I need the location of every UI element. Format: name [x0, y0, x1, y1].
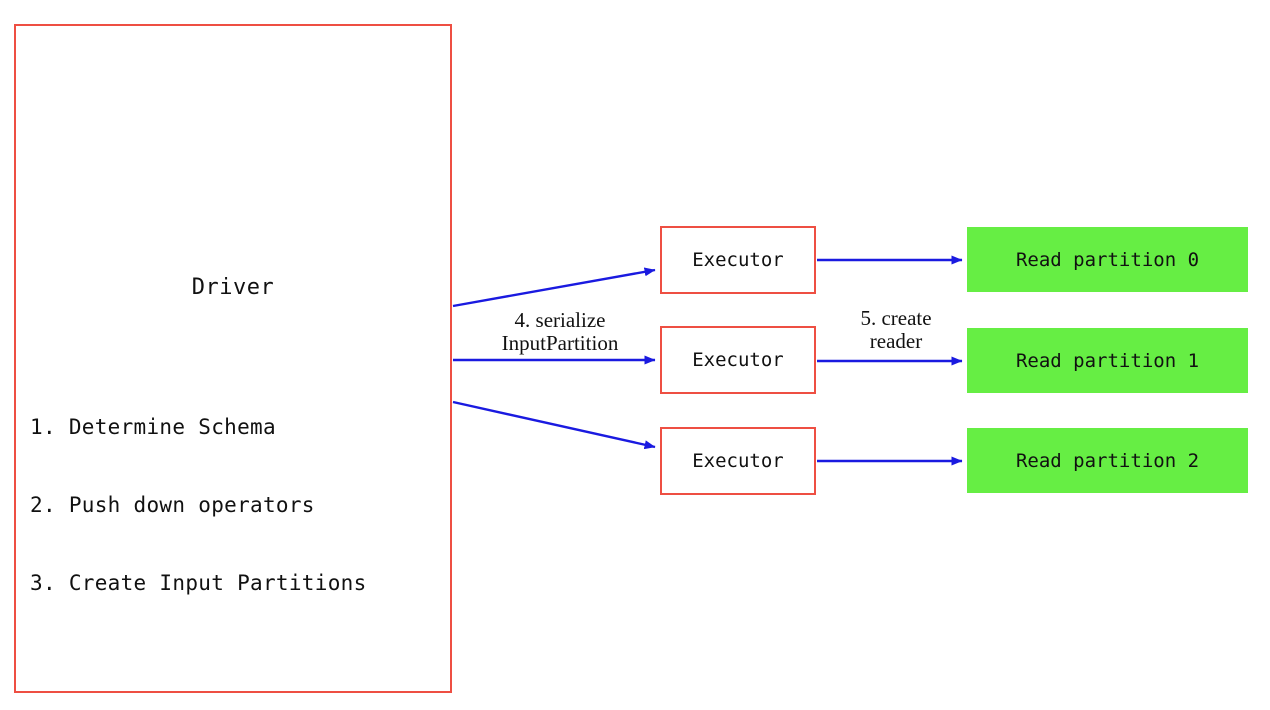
executor-box-1: Executor [660, 226, 816, 294]
arrow-driver-to-executor-1 [452, 267, 656, 308]
executor-box-2: Executor [660, 326, 816, 394]
edge-label-create-reader-line-1: 5. create [860, 306, 932, 330]
driver-steps-list: 1. Determine Schema 2. Push down operato… [30, 362, 367, 648]
edge-label-serialize-line-1: 4. serialize [514, 308, 606, 332]
driver-title: Driver [191, 275, 275, 300]
partition-box-2: Read partition 2 [967, 428, 1248, 493]
driver-step-3: 3. Create Input Partitions [30, 571, 367, 595]
edge-label-serialize-line-2: InputPartition [501, 331, 619, 355]
edge-label-create-reader-line-2: reader [869, 329, 923, 353]
executor-box-3: Executor [660, 427, 816, 495]
edge-label-serialize: 4. serialize InputPartition [472, 309, 648, 355]
driver-step-1: 1. Determine Schema [30, 415, 276, 439]
arrow-driver-to-executor-3 [452, 400, 656, 450]
partition-box-1: Read partition 1 [967, 328, 1248, 393]
edge-label-create-reader: 5. create reader [830, 307, 962, 353]
partition-box-0: Read partition 0 [967, 227, 1248, 292]
driver-box [14, 24, 452, 693]
driver-step-2: 2. Push down operators [30, 493, 315, 517]
